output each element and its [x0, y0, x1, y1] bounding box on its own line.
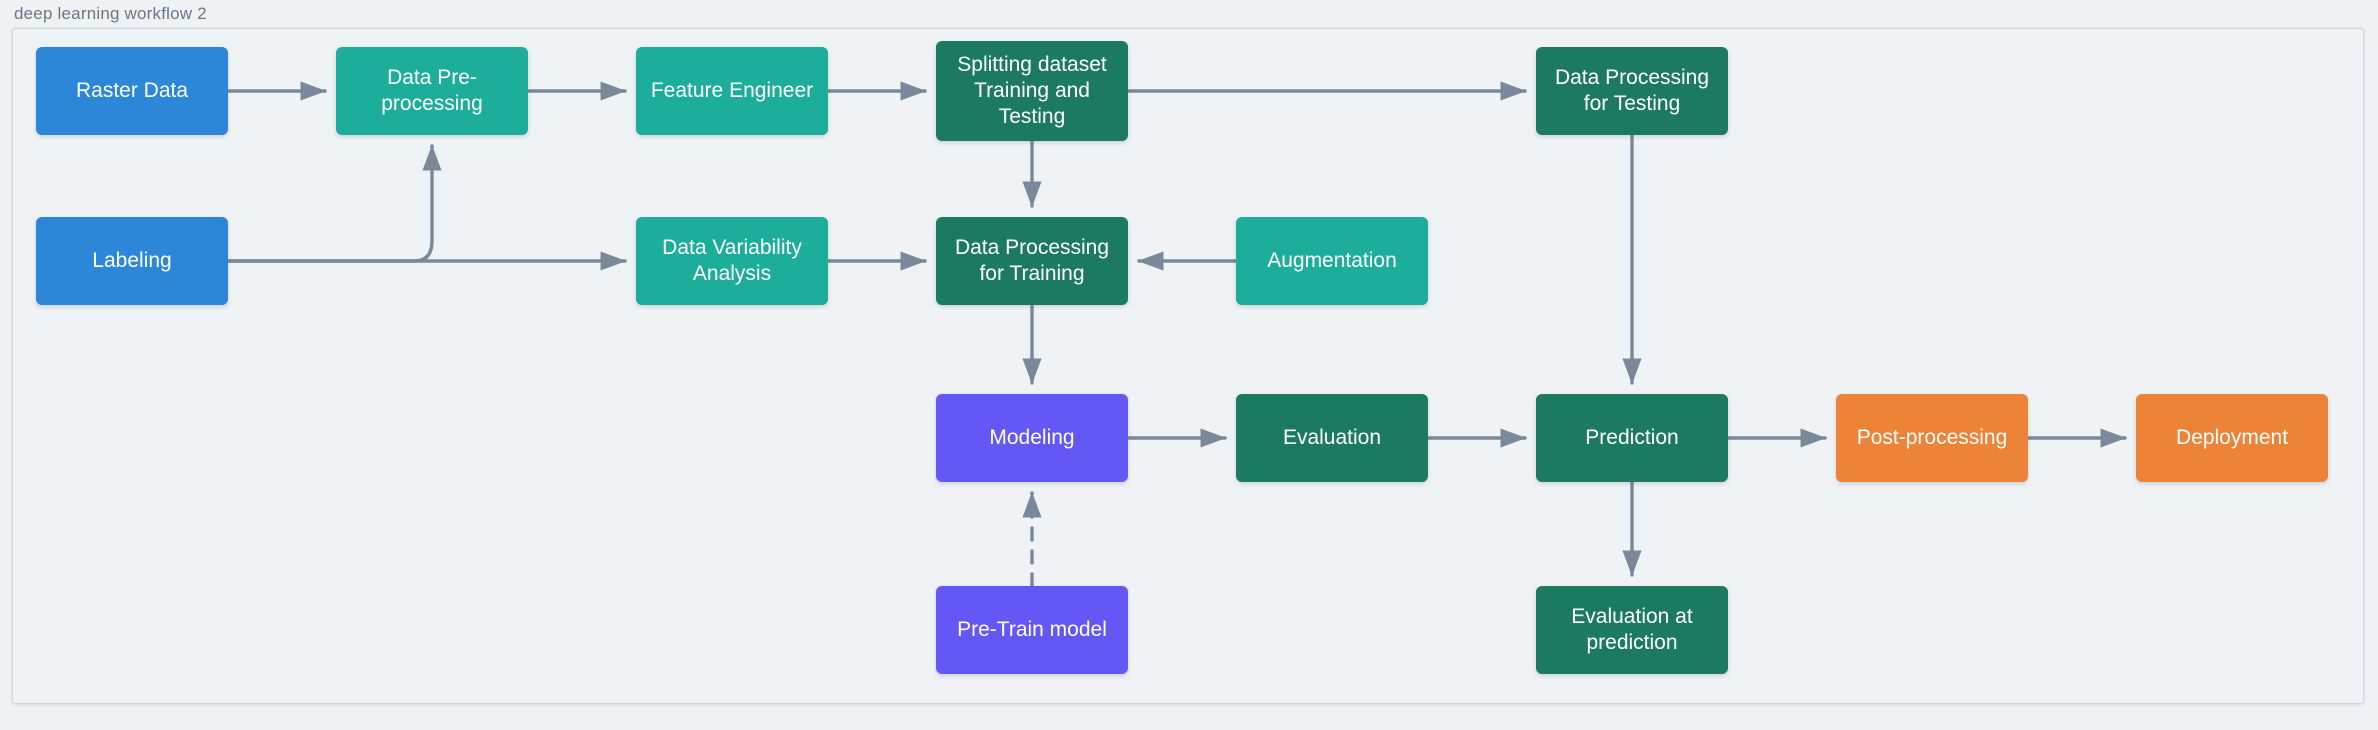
node-post-processing[interactable]: Post-processing	[1836, 394, 2028, 482]
node-label: Pre-Train model	[957, 618, 1107, 641]
node-label: Splitting dataset Training and Testing	[957, 53, 1107, 128]
node-label: Augmentation	[1267, 249, 1397, 272]
node-augmentation[interactable]: Augmentation	[1236, 217, 1428, 305]
node-modeling[interactable]: Modeling	[936, 394, 1128, 482]
node-label: Modeling	[989, 426, 1075, 449]
node-feature-engineer[interactable]: Feature Engineer	[636, 47, 828, 135]
node-label: Prediction	[1585, 426, 1679, 449]
node-pre-train-model[interactable]: Pre-Train model	[936, 586, 1128, 674]
node-evaluation[interactable]: Evaluation	[1236, 394, 1428, 482]
node-label: Post-processing	[1856, 426, 2008, 449]
node-evaluation-at-prediction[interactable]: Evaluation at prediction	[1536, 586, 1728, 674]
diagram-canvas-frame	[12, 28, 2364, 704]
node-prediction[interactable]: Prediction	[1536, 394, 1728, 482]
node-label: Deployment	[2175, 426, 2289, 449]
edge-labeling-to-data-pre-processing	[226, 144, 442, 263]
node-label: Data Processing for Training	[954, 236, 1110, 285]
node-label: Raster Data	[75, 79, 189, 102]
node-label: Evaluation	[1282, 426, 1382, 449]
node-raster-data[interactable]: Raster Data	[36, 47, 228, 135]
node-data-processing-testing[interactable]: Data Processing for Testing	[1536, 47, 1728, 135]
node-label: Labeling	[92, 249, 172, 272]
node-label: Evaluation at prediction	[1571, 605, 1693, 654]
node-data-pre-processing[interactable]: Data Pre-processing	[336, 47, 528, 135]
node-label: Feature Engineer	[650, 79, 814, 102]
node-label: Data Processing for Testing	[1554, 66, 1710, 115]
page-title: deep learning workflow 2	[14, 4, 207, 23]
node-labeling[interactable]: Labeling	[36, 217, 228, 305]
node-data-variability-analysis[interactable]: Data Variability Analysis	[636, 217, 828, 305]
node-splitting-dataset[interactable]: Splitting dataset Training and Testing	[936, 41, 1128, 141]
node-label: Data Pre-processing	[381, 66, 483, 115]
node-label: Data Variability Analysis	[662, 236, 802, 285]
node-data-processing-training[interactable]: Data Processing for Training	[936, 217, 1128, 305]
node-deployment[interactable]: Deployment	[2136, 394, 2328, 482]
